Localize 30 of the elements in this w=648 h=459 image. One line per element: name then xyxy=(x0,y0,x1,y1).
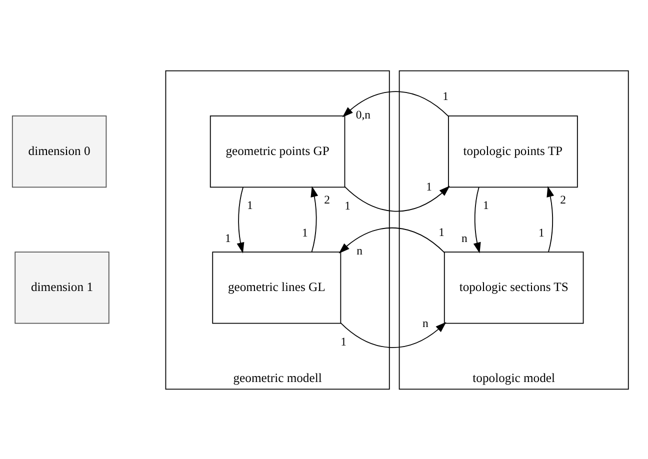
label: 2 xyxy=(324,193,330,206)
label: 1 xyxy=(224,231,231,244)
arrow xyxy=(546,186,554,252)
node-box: geometric points GP xyxy=(210,114,346,188)
label: n xyxy=(462,232,468,245)
arrow xyxy=(340,321,446,348)
node-box: dimension 0 xyxy=(12,114,107,188)
label: 0,n xyxy=(356,108,371,121)
node-box: topologic points TP xyxy=(448,114,578,188)
label: 1 xyxy=(246,198,253,212)
label: 1 xyxy=(344,198,351,212)
label: n xyxy=(422,316,428,330)
arrow xyxy=(310,186,318,252)
label: 1 xyxy=(483,198,489,212)
label: 1 xyxy=(538,226,544,240)
node-box: topologic sections TS xyxy=(444,251,584,324)
arrow xyxy=(473,186,481,253)
arrow xyxy=(342,90,449,117)
arrow xyxy=(338,227,445,253)
node-box: geometric lines GL xyxy=(212,251,342,324)
label: 1 xyxy=(442,89,449,102)
node-box: dimension 1 xyxy=(14,251,110,324)
label: 1 xyxy=(302,226,308,239)
label: 2 xyxy=(560,193,566,206)
arrow xyxy=(236,186,244,253)
label: n xyxy=(356,244,363,258)
label: 1 xyxy=(340,335,346,348)
arrow xyxy=(344,185,450,212)
label: 1 xyxy=(426,180,432,194)
label: 1 xyxy=(438,225,444,238)
